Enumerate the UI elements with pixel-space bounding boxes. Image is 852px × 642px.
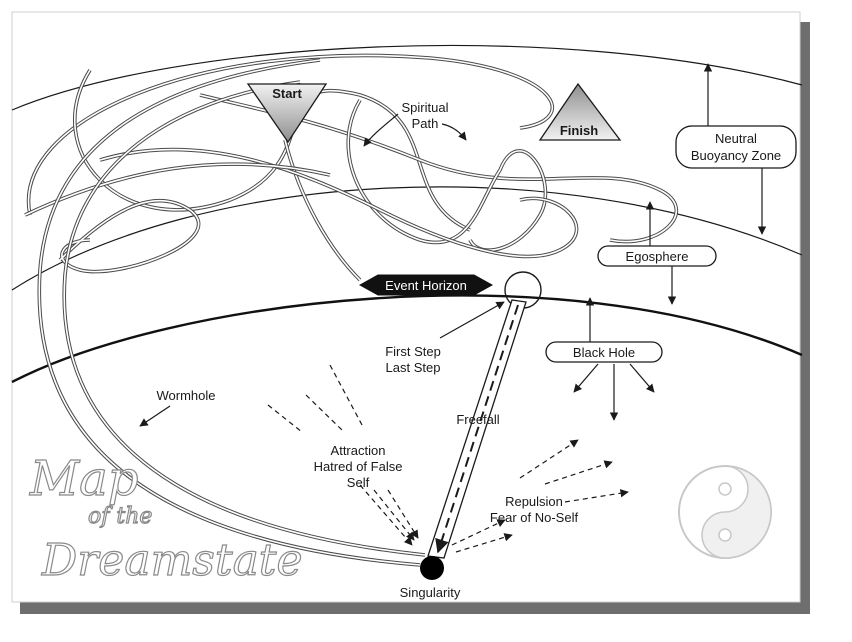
freefall-label: Freefall	[456, 412, 499, 427]
title-line-1: Map	[29, 451, 139, 507]
egosphere-group: Egosphere	[597, 201, 717, 305]
map-title: Map of the Dreamstate	[28, 450, 303, 586]
attraction-label-3: Self	[347, 475, 370, 490]
neutral-zone-group: Neutral Buoyancy Zone	[675, 63, 797, 235]
wormhole-label: Wormhole	[156, 388, 215, 403]
first-step-label: First Step	[385, 344, 441, 359]
egosphere-line	[11, 186, 803, 291]
event-horizon-badge: Event Horizon	[358, 274, 494, 296]
wormhole-path	[37, 58, 426, 567]
first-last-step-group: First Step Last Step	[385, 301, 505, 375]
title-line-2: of the	[88, 504, 152, 529]
freefall-tunnel: Freefall	[427, 299, 527, 559]
start-cone: Start	[246, 83, 328, 144]
attraction-rays	[267, 364, 419, 546]
repulsion-label-2: Fear of No-Self	[490, 510, 579, 525]
black-hole-group: Black Hole	[545, 297, 663, 421]
repulsion-label-1: Repulsion	[505, 494, 563, 509]
neutral-zone-label-1: Neutral	[715, 131, 757, 146]
finish-cone: Finish	[538, 82, 622, 141]
spiritual-path-label-group: Spiritual Path	[363, 100, 467, 147]
repulsion-rays	[451, 439, 629, 553]
repulsion-label-group: Repulsion Fear of No-Self	[490, 494, 579, 525]
event-horizon-label: Event Horizon	[385, 278, 467, 293]
event-horizon-line	[11, 294, 803, 384]
spiritual-path-label-2: Path	[412, 116, 439, 131]
black-hole-label: Black Hole	[573, 345, 635, 360]
spiritual-path-label-1: Spiritual	[402, 100, 449, 115]
singularity-dot-icon	[420, 556, 444, 580]
attraction-label-1: Attraction	[331, 443, 386, 458]
start-label: Start	[272, 86, 302, 101]
singularity-group: Singularity	[400, 556, 461, 600]
finish-label: Finish	[560, 123, 598, 138]
yin-yang-icon	[678, 465, 772, 559]
sphere-layers	[11, 44, 803, 384]
last-step-label: Last Step	[386, 360, 441, 375]
attraction-label-2: Hatred of False	[314, 459, 403, 474]
wormhole-label-group: Wormhole	[139, 388, 216, 427]
singularity-label: Singularity	[400, 585, 461, 600]
neutral-zone-label-2: Buoyancy Zone	[691, 148, 781, 163]
title-line-3: Dreamstate	[41, 535, 303, 586]
outer-sphere-line	[11, 44, 803, 111]
attraction-label-group: Attraction Hatred of False Self	[314, 443, 403, 490]
egosphere-label: Egosphere	[626, 249, 689, 264]
